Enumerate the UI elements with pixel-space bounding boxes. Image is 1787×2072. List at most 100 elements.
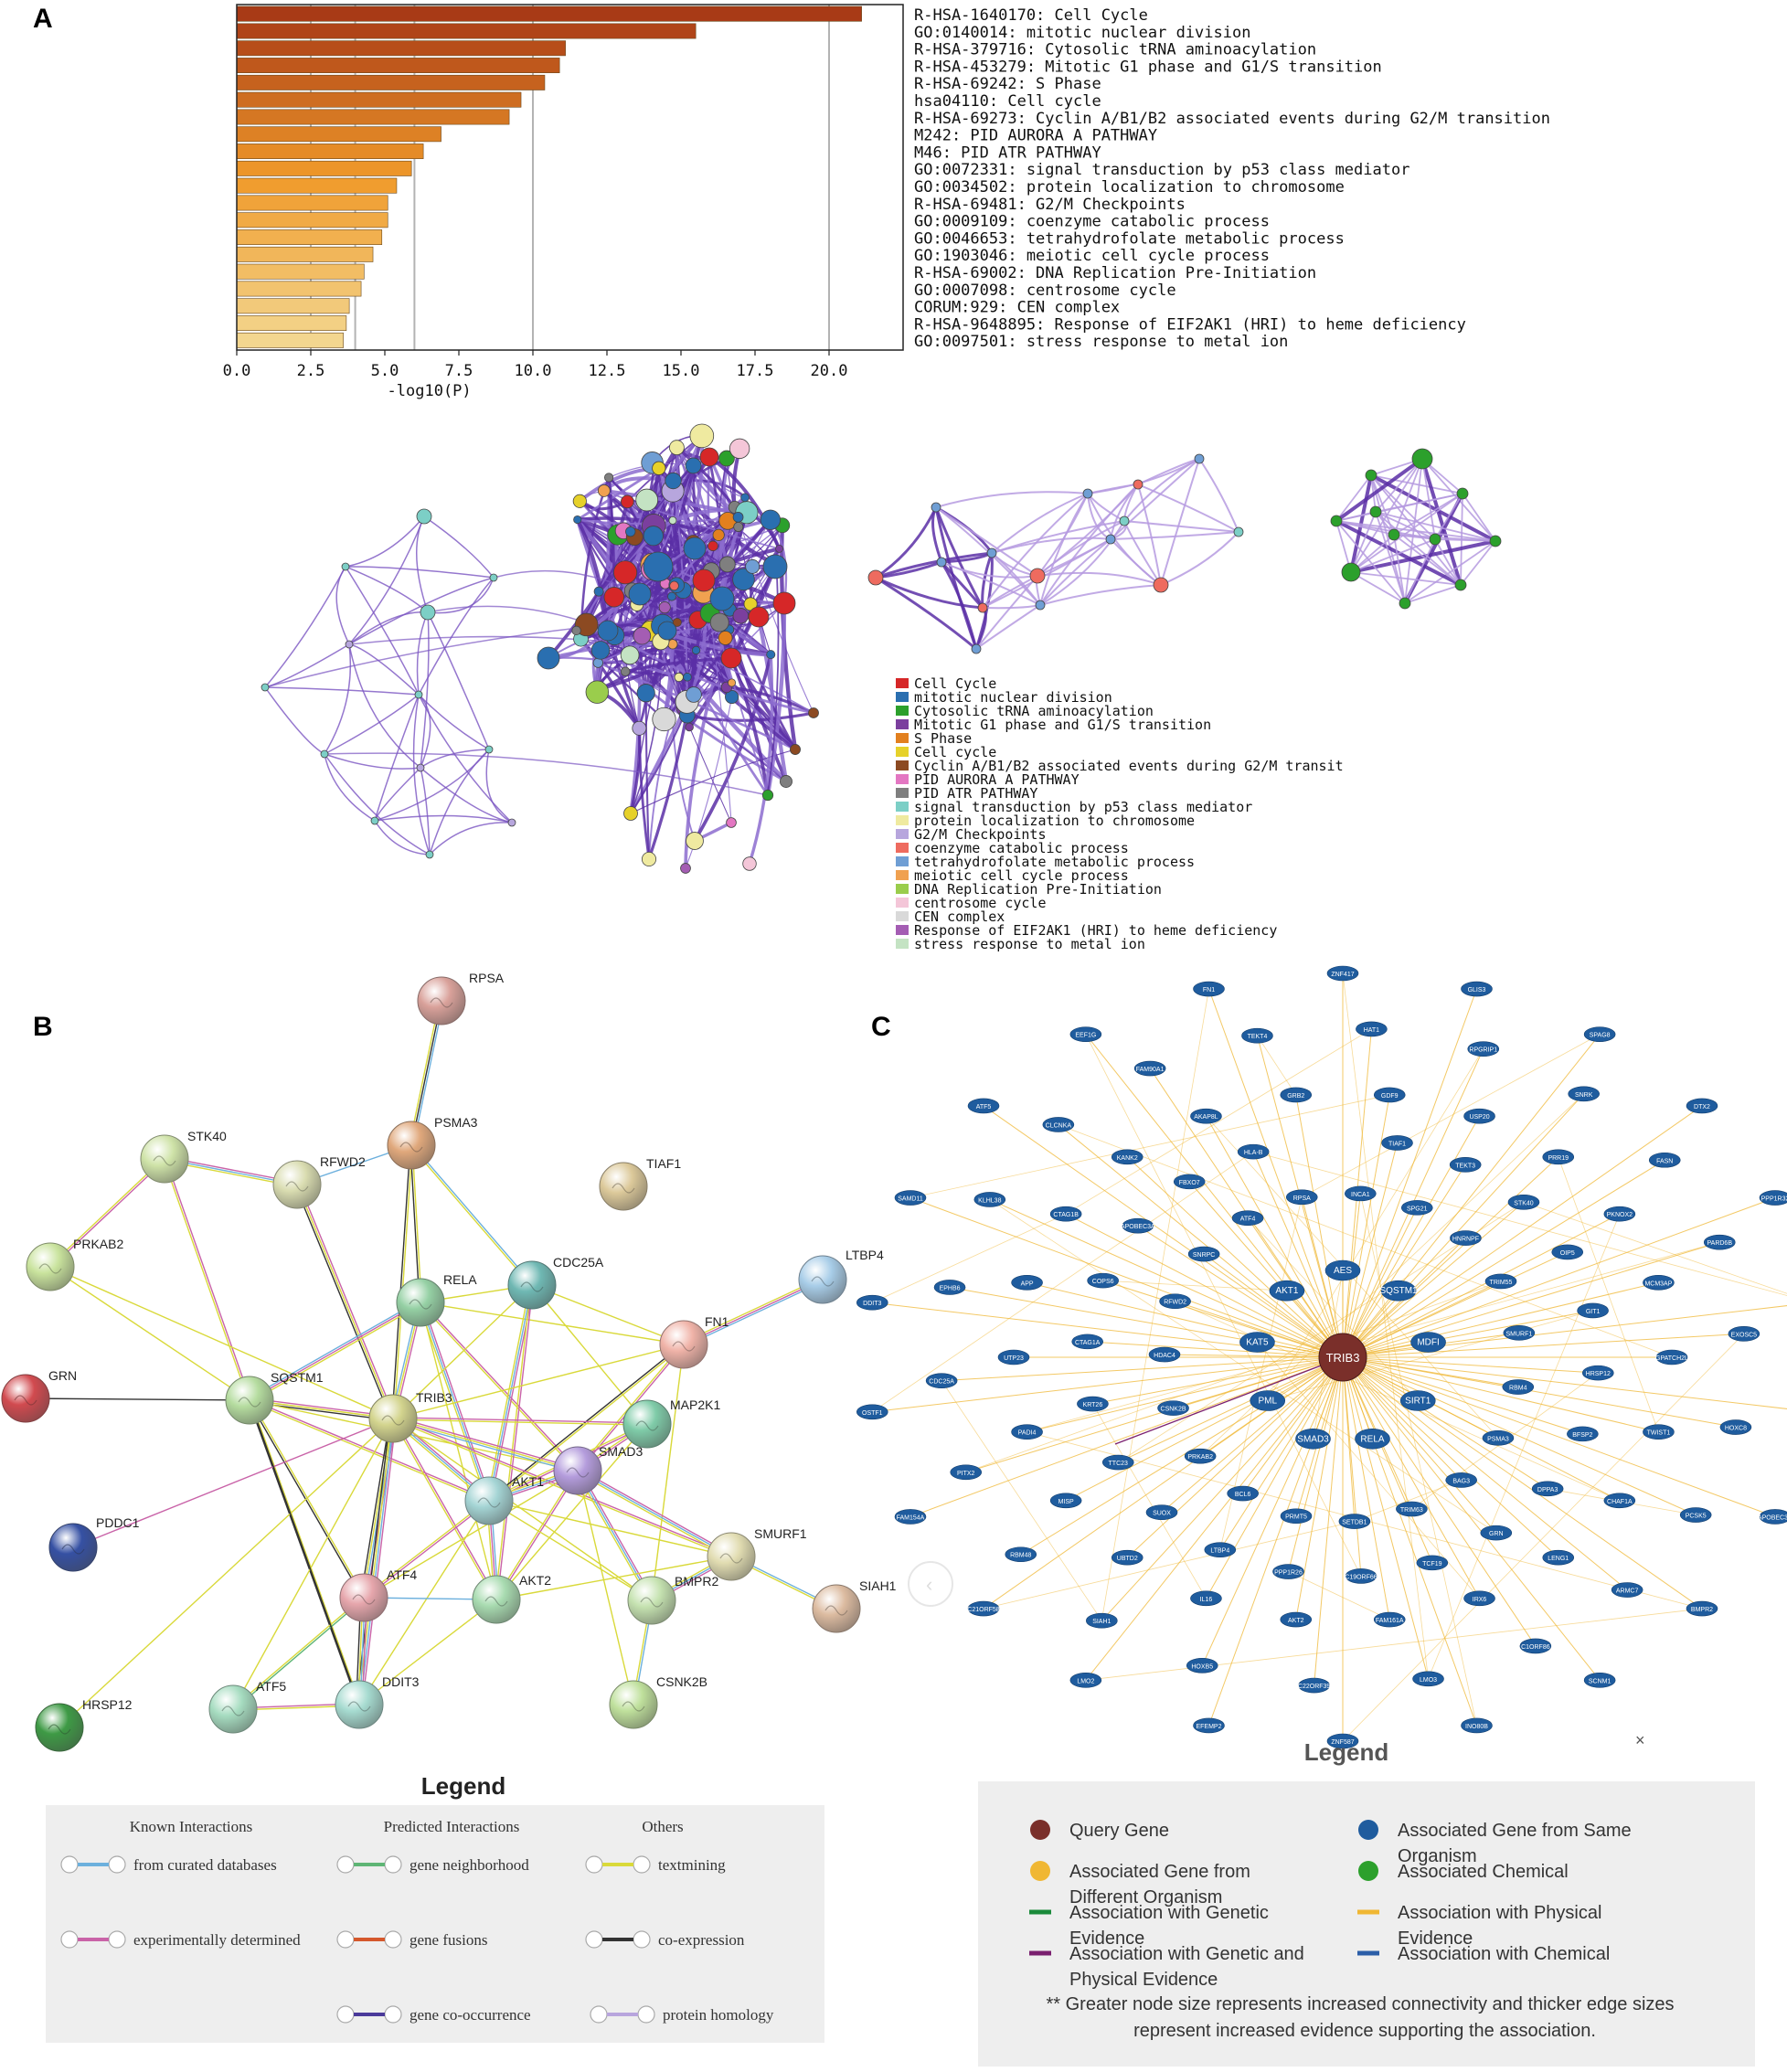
protein-label: MAP2K1: [670, 1397, 720, 1412]
network-edge: [1370, 473, 1496, 543]
gene-node: PARD6B: [1703, 1234, 1736, 1250]
gene-node-label: RPGRIP1: [1469, 1047, 1497, 1054]
query-gene-node: [1318, 1333, 1367, 1382]
bar-category-label: GO:0009109: coenzyme catabolic process: [914, 213, 1270, 231]
gene-node-shape: [1148, 1346, 1181, 1363]
gene-node: SUOX: [1145, 1504, 1178, 1521]
gene-node: PRKAB2: [1184, 1448, 1217, 1464]
gene-node-label: CSNK2B: [1161, 1407, 1186, 1413]
protein-node-bubble: [1, 1374, 50, 1423]
network-node: [590, 641, 611, 660]
gene-node: DDIT3: [856, 1294, 888, 1311]
gene-node-label: HOXB5: [1191, 1663, 1213, 1670]
association-edge: [1257, 1036, 1297, 1096]
gene-node: EEF1G: [1069, 1026, 1102, 1042]
association-edge: [1118, 1356, 1344, 1463]
gene-node: SIAH1: [1086, 1612, 1118, 1629]
legend-dot: [1358, 1861, 1378, 1881]
network-edge: [1137, 458, 1200, 485]
network-edge: [1350, 538, 1436, 573]
gene-node: FAM154A: [894, 1509, 927, 1525]
gene-node: ATF5: [967, 1098, 1000, 1114]
network-node: [977, 602, 988, 613]
bar-category-label: GO:0034502: protein localization to chro…: [914, 178, 1345, 197]
legend-swatch: [896, 692, 909, 702]
gene-node-label: SNRPC: [1193, 1252, 1216, 1259]
protein-label: ATF5: [256, 1679, 286, 1694]
gene-node-shape: [1042, 1117, 1075, 1132]
network-node: [603, 587, 625, 608]
bar: [236, 74, 546, 90]
legend-swatch: [896, 747, 909, 757]
gene-node-shape: [1648, 1152, 1681, 1168]
network-edge: [420, 767, 431, 855]
bar: [236, 246, 374, 262]
legend-label: PID AURORA A PATHWAY: [914, 771, 1080, 788]
gene-node-label: COPS6: [1092, 1279, 1114, 1285]
protein-structure-glyph: [811, 1276, 835, 1287]
network-node: [760, 509, 781, 530]
bar: [236, 160, 412, 176]
gene-node: SNRPC: [1187, 1246, 1220, 1262]
interaction-edge: [50, 1159, 166, 1269]
gene-node-label: C19ORF66: [1345, 1574, 1377, 1580]
network-edge: [1335, 474, 1372, 522]
network-node: [726, 817, 737, 828]
gene-node-shape: [1049, 1206, 1082, 1222]
protein-structure-glyph: [14, 1395, 37, 1406]
network-node: [416, 508, 432, 525]
association-edge: [1288, 1571, 1390, 1620]
gene-node: HOXC8: [1719, 1419, 1752, 1435]
gene-node-label: PPP1R32: [1761, 1196, 1787, 1203]
network-node: [1369, 505, 1382, 518]
gene-node-label: TRIM55: [1490, 1280, 1513, 1286]
gene-node-label: SIRT1: [1405, 1397, 1431, 1407]
plot-frame: [236, 4, 904, 351]
gene-node-shape: [1111, 1549, 1143, 1566]
association-edge: [1026, 1241, 1720, 1433]
network-edge: [709, 612, 732, 823]
interaction-edge: [409, 1000, 441, 1145]
gene-node: SETDB1: [1338, 1514, 1371, 1529]
interaction-edge: [410, 1000, 442, 1146]
network-node: [643, 551, 674, 582]
legend-swatch: [896, 815, 909, 825]
bar-category-label: R-HSA-69002: DNA Replication Pre-Initiat…: [914, 264, 1316, 282]
association-edge: [1126, 1356, 1344, 1558]
network-edge: [1110, 483, 1139, 540]
gene-node-label: AES: [1334, 1266, 1352, 1276]
gene-node-shape: [1380, 1280, 1417, 1302]
bar-category-label: hsa04110: Cell cycle: [914, 92, 1101, 111]
gene-node-shape: [1157, 1400, 1189, 1416]
association-edge: [909, 1094, 1390, 1198]
gene-node-label: PPP1R26: [1274, 1570, 1303, 1577]
protein-node: [208, 1684, 258, 1734]
protein-node-bubble: [368, 1394, 418, 1443]
network-node: [1119, 515, 1130, 526]
gene-node-label: KANK2: [1117, 1155, 1138, 1162]
interaction-edge: [420, 1302, 685, 1345]
association-edge: [1523, 1201, 1787, 1294]
network-node: [1153, 577, 1169, 593]
network-edge: [1137, 483, 1239, 533]
association-edge: [1342, 1034, 1601, 1358]
gene-node-shape: [1482, 1429, 1515, 1446]
protein-structure-glyph: [347, 1701, 371, 1712]
network-edge: [412, 694, 431, 855]
gene-node-label: SMAD3: [1297, 1434, 1329, 1444]
network-edge: [686, 711, 814, 722]
association-edge: [1342, 1115, 1480, 1358]
protein-node: [798, 1255, 847, 1304]
network-edge: [975, 604, 1041, 650]
network-edge: [418, 577, 495, 696]
gene-node-label: GDF9: [1381, 1093, 1399, 1100]
gene-node-label: BFSP2: [1572, 1432, 1592, 1439]
association-edge: [1342, 1356, 1776, 1517]
association-edge: [909, 1356, 1344, 1517]
network-node: [658, 601, 671, 614]
network-node: [425, 850, 434, 859]
association-edge: [1065, 1213, 1344, 1358]
gene-node-shape: [1542, 1549, 1575, 1566]
